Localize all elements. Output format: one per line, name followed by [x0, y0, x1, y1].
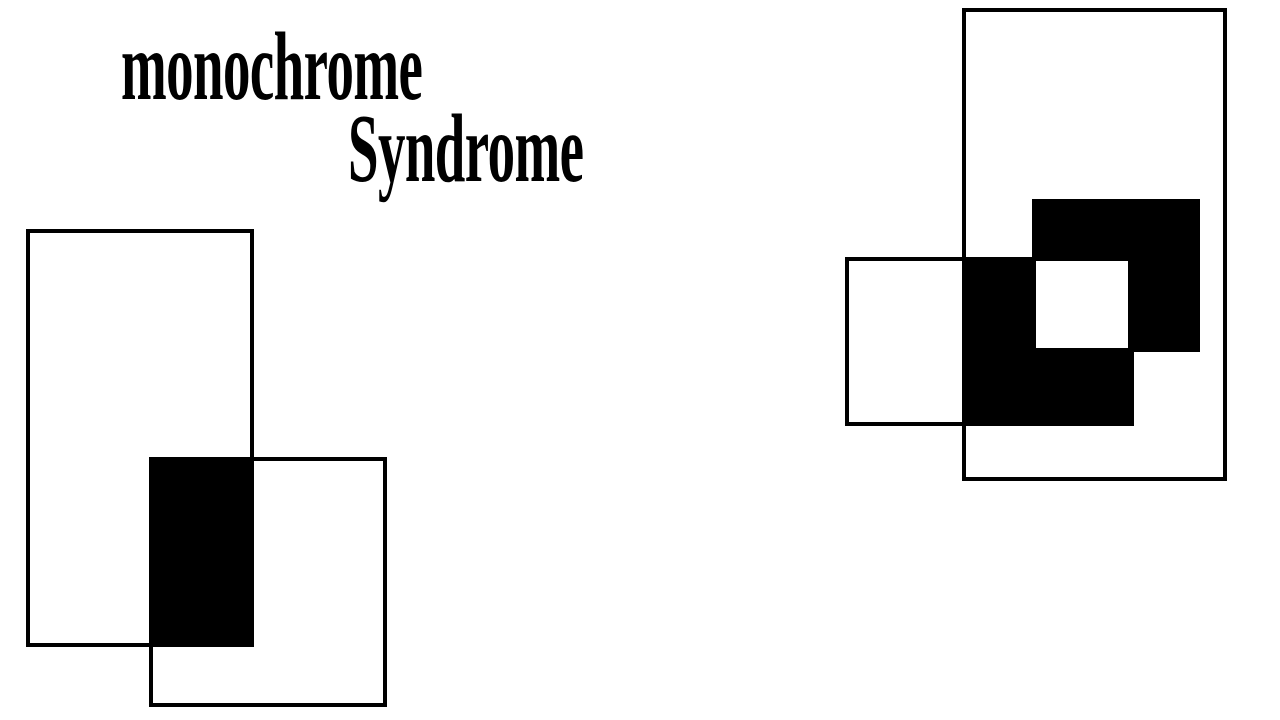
- right-white-overlap-rect: [1036, 261, 1128, 348]
- right-tall-outline-rect: [962, 8, 1227, 481]
- left-overlap-filled-rect: [149, 457, 254, 647]
- title-line-monochrome: monochrome: [121, 13, 423, 121]
- right-shape-group: [845, 8, 1227, 481]
- title-line-syndrome: Syndrome: [348, 95, 584, 203]
- left-tall-outline-rect: [26, 229, 254, 647]
- left-shape-group: [26, 229, 387, 707]
